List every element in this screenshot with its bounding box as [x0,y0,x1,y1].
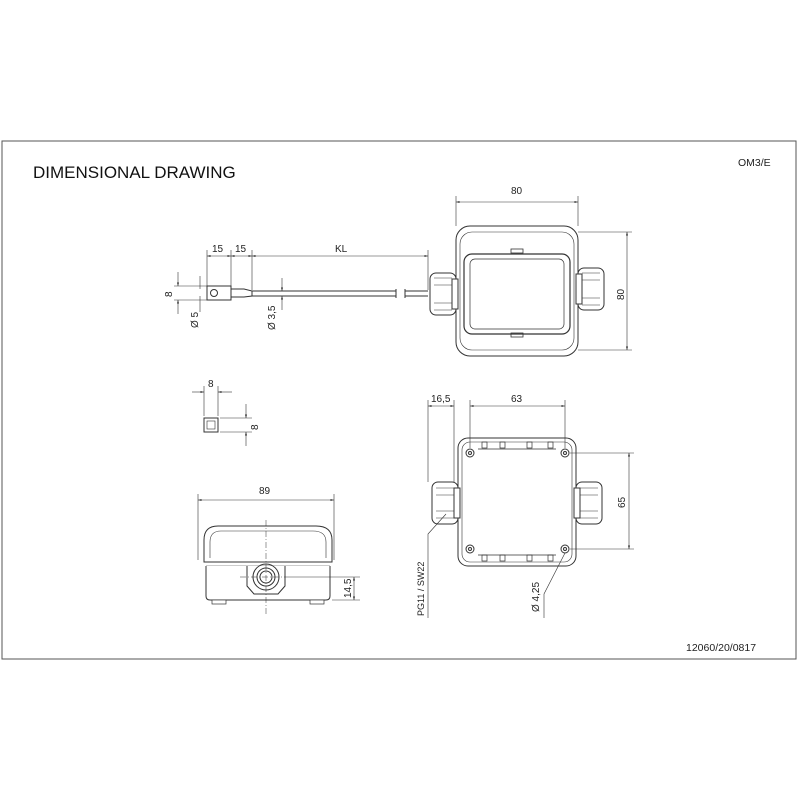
cable-gland-right-top [573,481,603,525]
dim-63: 63 [511,394,523,405]
drawing-number: 12060/20/0817 [686,642,756,654]
dim-15-lug: 15 [212,244,224,255]
dim-8-lug: 8 [164,291,175,297]
dim-8-terminal-height: 8 [250,424,261,430]
crimp-sleeve [231,288,253,298]
terminal-row-top [478,441,556,450]
dim-65: 65 [617,496,628,508]
dim-15-sleeve: 15 [235,244,247,255]
model-code: OM3/E [738,157,771,169]
terminal-view [192,386,252,446]
cable-gland-left-front [429,272,459,316]
dim-diameter-3-5: Ø 3,5 [267,305,278,330]
cable-gland-left-top [431,481,461,525]
label-hole-diameter: Ø 4,25 [531,582,542,612]
housing-front-view [429,196,632,357]
label-pg11-sw22: PG11 / SW22 [416,562,426,616]
terminal-row-bottom [478,554,556,562]
mounting-hole-tl [465,448,475,458]
sensor-probe-view [174,250,429,314]
housing-body-top [457,437,577,567]
dim-diameter-5: Ø 5 [190,311,201,328]
drawing-title: DIMENSIONAL DRAWING [33,163,236,182]
mounting-hole-tr [560,448,570,458]
dim-kl-cable-length: KL [335,244,348,255]
side-lid [203,525,333,563]
dim-89: 89 [259,486,271,497]
housing-side-view [197,494,360,614]
lug-hole [210,289,218,297]
dim-80-height: 80 [616,288,627,300]
dim-16-5: 16,5 [431,394,451,405]
dim-80-width: 80 [511,186,523,197]
sheet-border [1,140,797,660]
housing-lid [463,253,571,335]
housing-top-view [427,400,634,618]
dim-8-terminal-width: 8 [208,379,214,390]
dim-14-5: 14,5 [343,578,354,598]
cable-gland-right-front [575,267,605,311]
mounting-hole-bl [465,544,475,554]
